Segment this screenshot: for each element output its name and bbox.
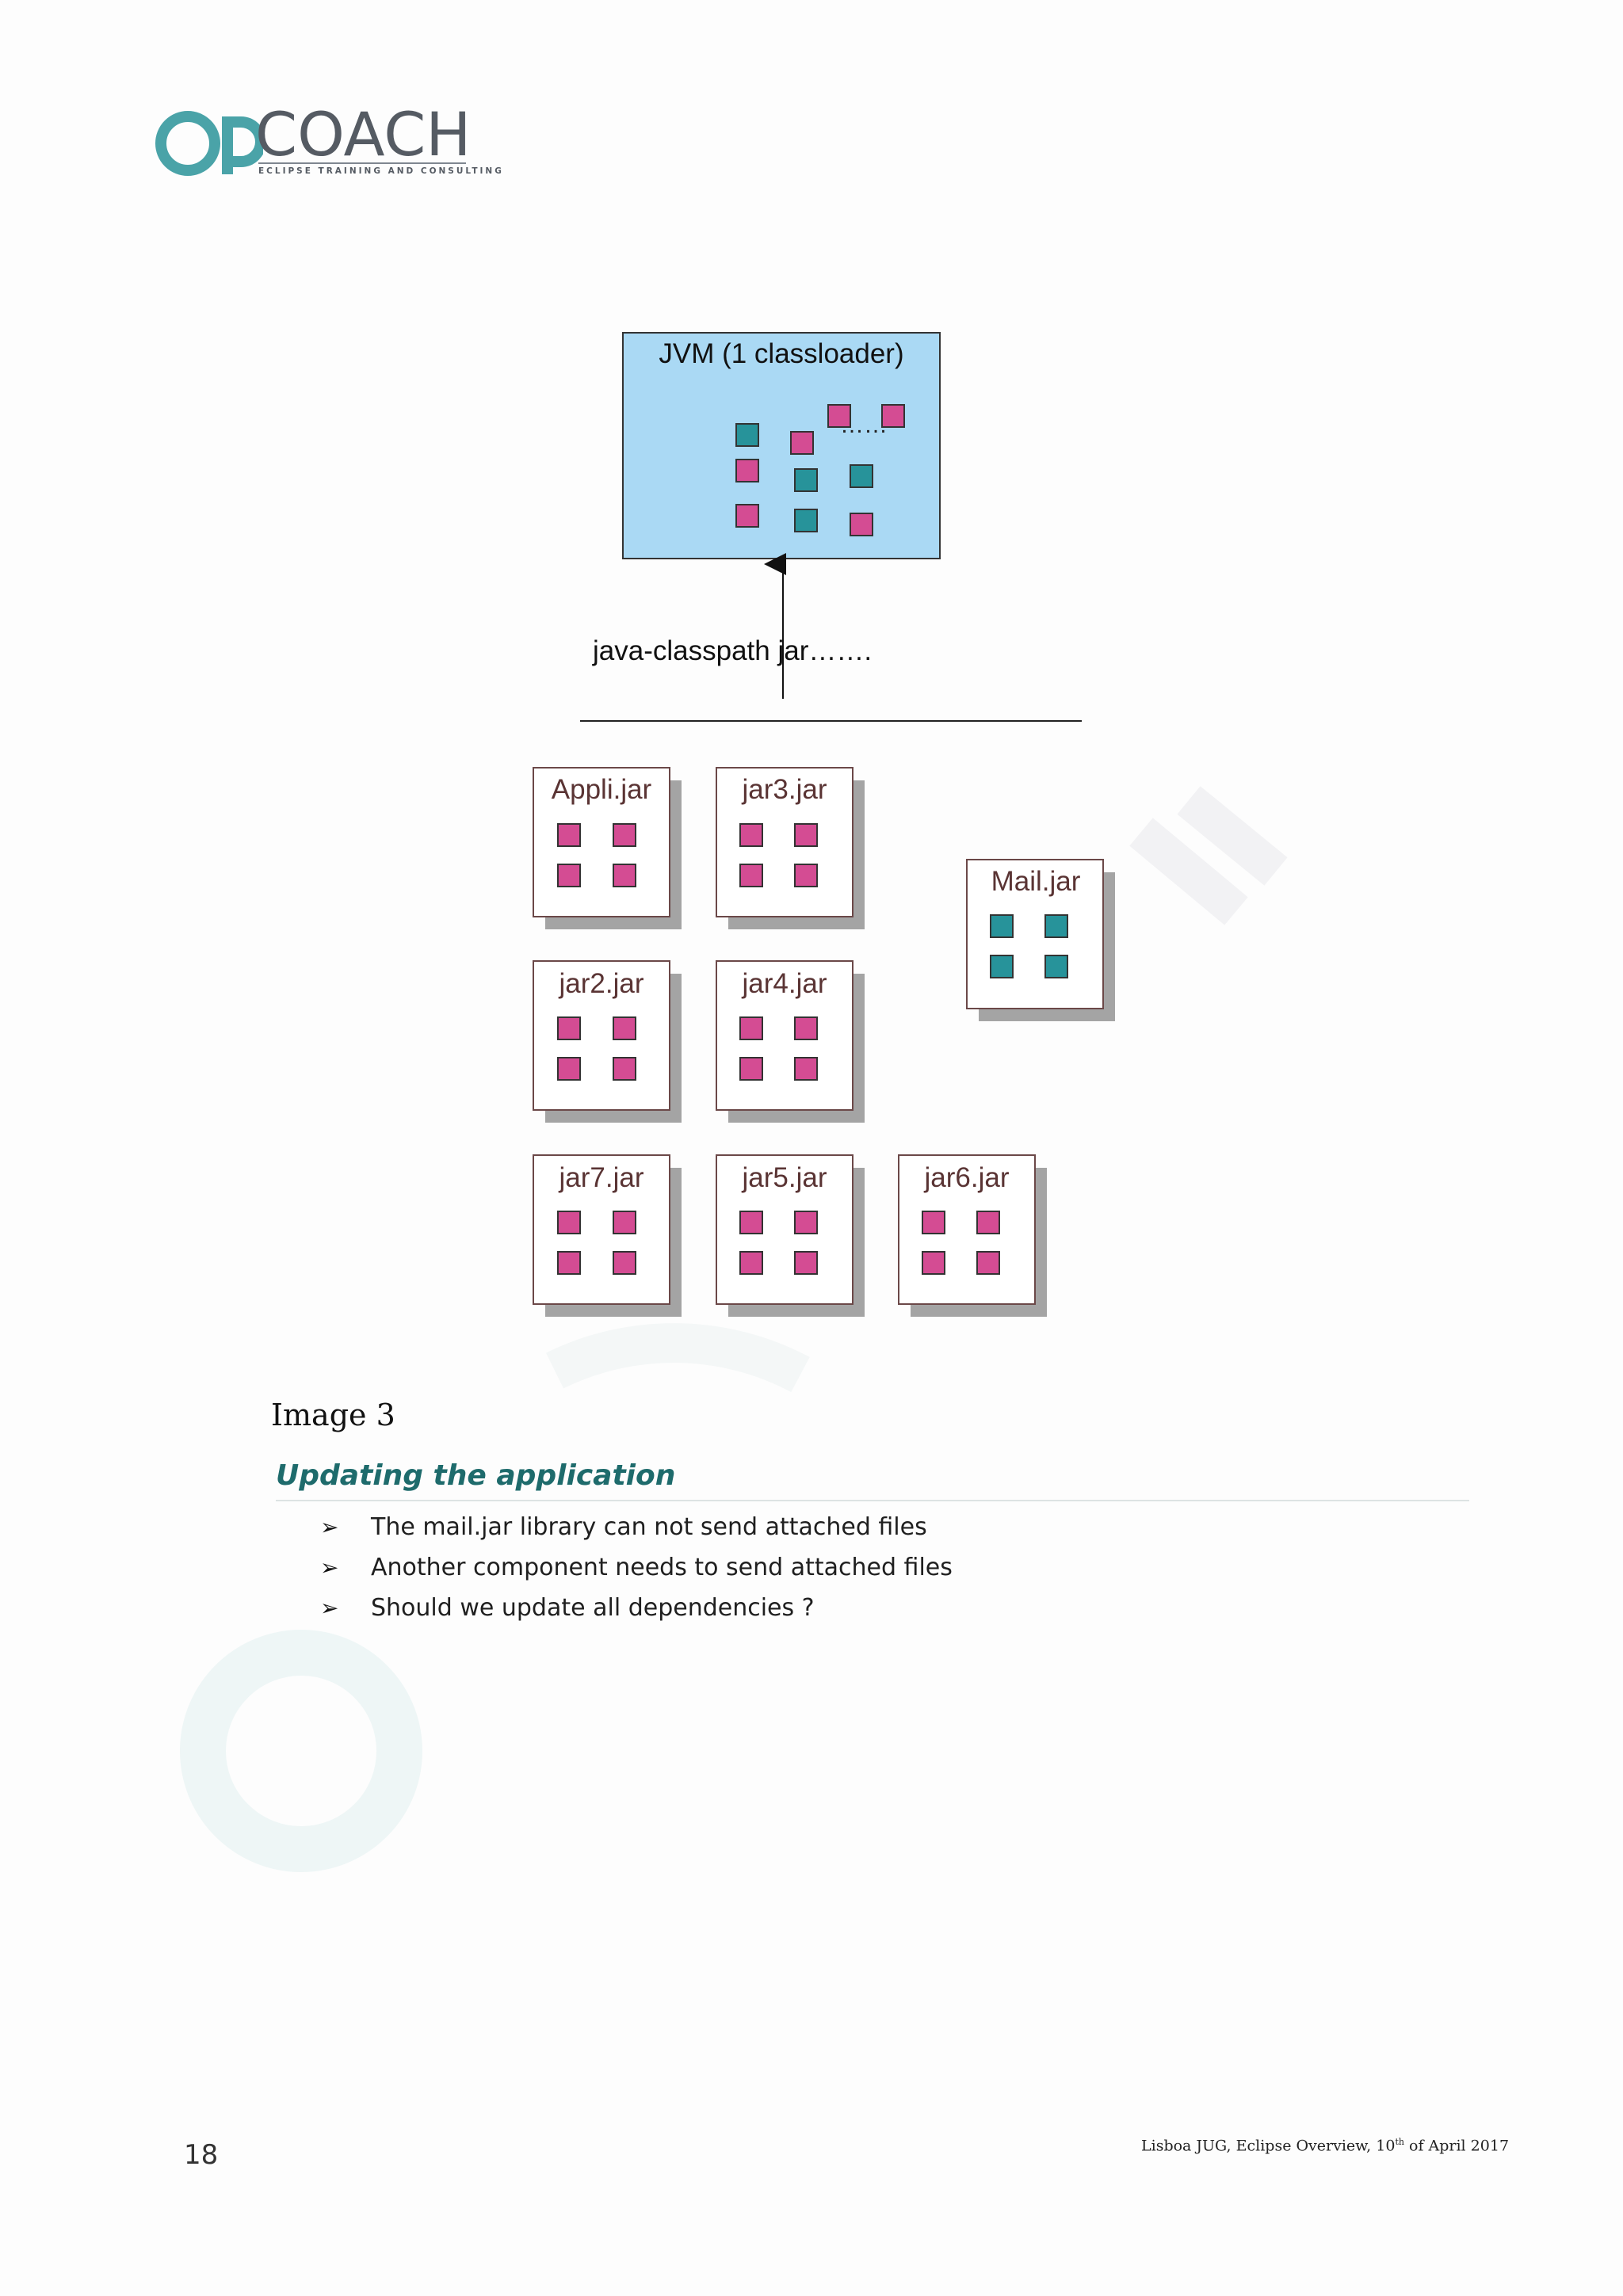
bullet-item: ➢ Should we update all dependencies ? xyxy=(320,1588,953,1628)
class-square xyxy=(790,431,814,455)
bullet-item: ➢ Another component needs to send attache… xyxy=(320,1547,953,1588)
jar-label: Mail.jar xyxy=(991,866,1081,897)
logo-divider xyxy=(258,162,466,164)
figure-caption: Image 3 xyxy=(271,1398,395,1432)
jar-label: jar4.jar xyxy=(742,968,827,999)
classpath-label: java-classpath jar……. xyxy=(592,635,872,666)
class-square xyxy=(827,404,851,428)
jar-label: jar6.jar xyxy=(924,1162,1010,1193)
jar-jar3: jar3.jar xyxy=(716,767,865,929)
section-heading: Updating the application xyxy=(276,1459,676,1492)
jar-label: jar5.jar xyxy=(742,1162,827,1193)
class-square xyxy=(735,423,759,447)
class-square xyxy=(735,459,759,482)
jar-jar5: jar5.jar xyxy=(716,1154,865,1317)
bullet-text: The mail.jar library can not send attach… xyxy=(371,1513,927,1541)
jar-appli: Appli.jar xyxy=(533,767,682,929)
jar-label: jar7.jar xyxy=(559,1162,644,1193)
class-square xyxy=(794,468,818,492)
jvm-label: JVM (1 classloader) xyxy=(659,338,903,369)
arrow-bullet-icon: ➢ xyxy=(320,1554,339,1581)
section-divider xyxy=(276,1500,1469,1501)
page-number: 18 xyxy=(184,2139,219,2171)
bullet-list: ➢ The mail.jar library can not send attac… xyxy=(320,1507,953,1628)
class-square xyxy=(794,509,818,532)
jar-jar2: jar2.jar xyxy=(533,960,682,1123)
class-square xyxy=(850,513,873,536)
class-square xyxy=(735,504,759,528)
jar-jar4: jar4.jar xyxy=(716,960,865,1123)
jar-label: jar3.jar xyxy=(742,774,827,805)
jvm-ellipsis: …… xyxy=(840,412,888,438)
class-square xyxy=(850,464,873,488)
jar-label: jar2.jar xyxy=(559,968,644,999)
bullet-text: Should we update all dependencies ? xyxy=(371,1594,815,1622)
jar-jar6: jar6.jar xyxy=(898,1154,1047,1317)
opcoach-logo-icon xyxy=(155,111,263,176)
jvm-box xyxy=(622,332,941,559)
logo-tagline: ECLIPSE TRAINING AND CONSULTING xyxy=(258,166,504,176)
bullet-item: ➢ The mail.jar library can not send attac… xyxy=(320,1507,953,1547)
logo-wordmark: COACH xyxy=(255,99,472,170)
jar-mail: Mail.jar xyxy=(966,859,1115,1021)
jvm-classes xyxy=(735,404,905,536)
arrow-bullet-icon: ➢ xyxy=(320,1514,339,1540)
arrow-bullet-icon: ➢ xyxy=(320,1595,339,1621)
footer-text: Lisboa JUG, Eclipse Overview, 10th of Ap… xyxy=(1141,2137,1510,2155)
jar-label: Appli.jar xyxy=(552,774,652,805)
jar-jar7: jar7.jar xyxy=(533,1154,682,1317)
bullet-text: Another component needs to send attached… xyxy=(371,1554,953,1581)
class-square xyxy=(881,404,905,428)
